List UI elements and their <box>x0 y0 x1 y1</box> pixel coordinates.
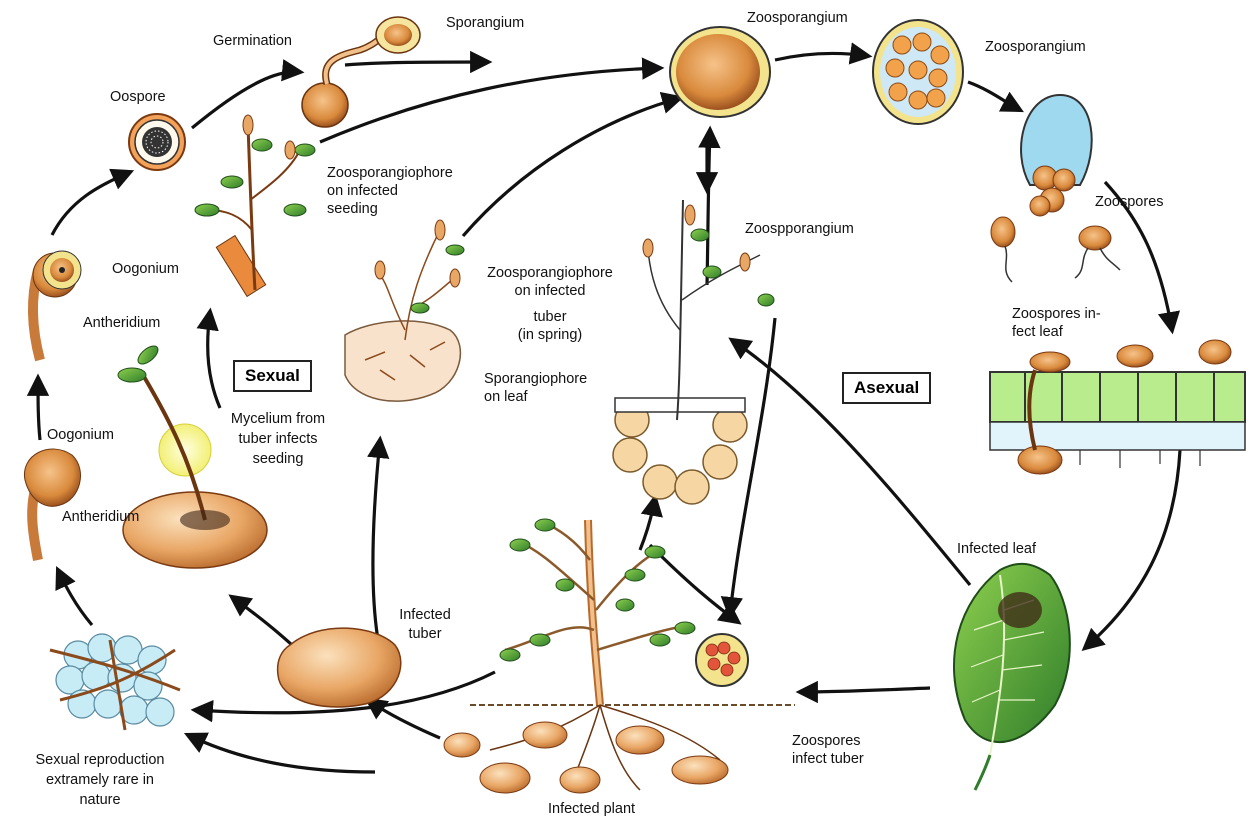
oospore-illustration <box>129 114 185 170</box>
label-infected-tuber-1: Infected <box>380 606 470 624</box>
sprouting-tuber-illustration <box>345 220 464 401</box>
sexual-reproduction-cells-illustration <box>50 634 180 730</box>
label-mycelium-2: tuber infects <box>218 430 338 448</box>
label-zoosporangiophore-seedling-1: Zoosporangiophore <box>327 164 453 182</box>
label-infected-tuber-2: tuber <box>380 625 470 643</box>
label-zoosporangiophore-tuber-4: (in spring) <box>480 326 620 344</box>
label-zoosporangium-right: Zoosporangium <box>985 38 1086 56</box>
label-sporangiophore-leaf-2: on leaf <box>484 388 528 406</box>
label-antheridium-lower: Antheridium <box>62 508 139 526</box>
infected-leaf-illustration <box>954 564 1070 790</box>
label-zoospores-infect-tuber-1: Zoospores <box>792 732 861 750</box>
oogonium-antheridium-lower-illustration <box>24 449 80 560</box>
label-zoosporangiophore-tuber-1: Zoosporangiophore <box>480 264 620 282</box>
label-zoospporangium: Zoospporangium <box>745 220 854 238</box>
label-mycelium-3: seeding <box>218 450 338 468</box>
label-oogonium-upper: Oogonium <box>112 260 179 278</box>
label-sexual-rare-2: extramely rare in <box>20 771 180 789</box>
label-infected-plant: Infected plant <box>548 800 635 818</box>
asexual-box: Asexual <box>842 372 931 404</box>
label-sexual-rare-1: Sexual reproduction <box>20 751 180 769</box>
leaf-cross-section-illustration <box>990 340 1245 474</box>
label-oogonium-lower: Oogonium <box>47 426 114 444</box>
label-sporangiophore-leaf-1: Sporangiophore <box>484 370 587 388</box>
label-oospore: Oospore <box>110 88 166 106</box>
label-zoospores: Zoospores <box>1095 193 1164 211</box>
seedling-zoosporangiophore-illustration <box>195 115 315 296</box>
label-mycelium-1: Mycelium from <box>218 410 338 428</box>
zoosporangium-spores-illustration <box>873 20 963 124</box>
oogonium-antheridium-upper-illustration <box>33 251 81 360</box>
sexual-box: Sexual <box>233 360 312 392</box>
label-zoosporangiophore-tuber-2: on infected <box>480 282 620 300</box>
label-sexual-rare-3: nature <box>20 791 180 809</box>
infected-plant-illustration <box>444 519 795 793</box>
label-zoosporangiophore-seedling-3: seeding <box>327 200 378 218</box>
label-germination: Germination <box>213 32 292 50</box>
label-zoospores-infect-tuber-2: infect tuber <box>792 750 864 768</box>
label-zoospores-infect-leaf-1: Zoospores in- <box>1012 305 1101 323</box>
label-zoospores-infect-leaf-2: fect leaf <box>1012 323 1063 341</box>
label-antheridium-upper: Antheridium <box>83 314 160 332</box>
label-zoosporangium-top: Zoosporangium <box>747 9 848 27</box>
label-zoosporangiophore-tuber-3: tuber <box>480 308 620 326</box>
label-zoosporangiophore-seedling-2: on infected <box>327 182 398 200</box>
label-infected-leaf: Infected leaf <box>957 540 1036 558</box>
label-sporangium: Sporangium <box>446 14 524 32</box>
zoosporangium-illustration <box>670 27 770 117</box>
discharging-zoosporangium-illustration <box>991 95 1120 282</box>
